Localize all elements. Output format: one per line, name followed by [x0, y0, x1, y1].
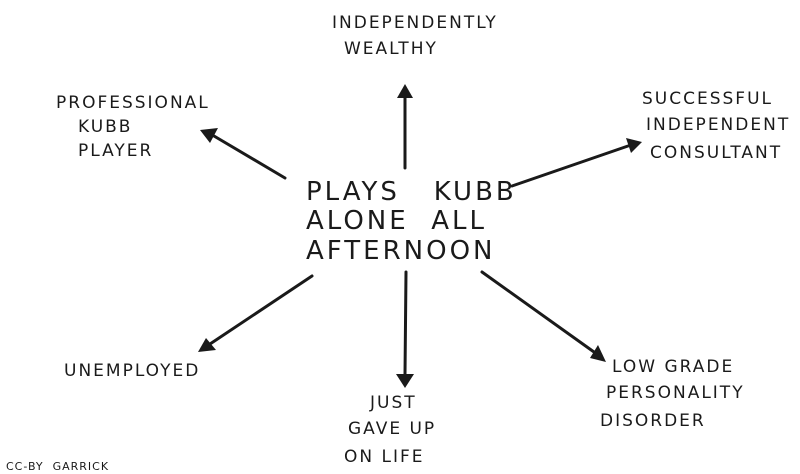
center-line-3: AFTERNOON [306, 236, 496, 266]
arrowhead-up [397, 84, 413, 98]
arrow-to-unemployed [208, 274, 314, 346]
arrowhead-up-left [200, 128, 218, 143]
node-bottom-line-1: JUST [369, 393, 417, 413]
center-node: PLAYS KUBB ALONE ALL AFTERNOON [306, 177, 517, 266]
node-top-right-line-1: SUCCESSFUL [642, 89, 773, 109]
credit-text: CC-BY GARRICK [6, 460, 109, 473]
center-line-2: ALONE ALL [306, 206, 487, 236]
arrow-to-successful-independent-consultant [510, 144, 630, 188]
node-bottom-right-line-3: DISORDER [600, 411, 706, 431]
node-top-left-line-1: PROFESSIONAL [56, 93, 210, 113]
node-successful-independent-consultant: SUCCESSFUL INDEPENDENT CONSULTANT [642, 89, 790, 163]
arrowhead-down [396, 374, 414, 388]
node-top-right-line-3: CONSULTANT [650, 143, 782, 163]
node-bottom-right-line-1: LOW GRADE [612, 357, 734, 377]
arrow-to-just-gave-up-on-life [403, 270, 408, 376]
arrow-to-low-grade-personality-disorder [480, 270, 596, 354]
arrowhead-up-right [626, 138, 642, 153]
center-line-1: PLAYS KUBB [306, 177, 517, 207]
node-bottom-left-line-1: UNEMPLOYED [64, 361, 200, 381]
node-independently-wealthy: INDEPENDENTLY WEALTHY [332, 13, 498, 59]
node-top-line-1: INDEPENDENTLY [332, 13, 498, 33]
arrowhead-down-left [198, 338, 216, 352]
node-top-left-line-3: PLAYER [78, 141, 153, 161]
arrowhead-down-right [590, 345, 606, 362]
node-top-line-2: WEALTHY [344, 39, 438, 59]
arrows [198, 84, 642, 388]
node-top-right-line-2: INDEPENDENT [646, 115, 790, 135]
node-bottom-line-2: GAVE UP [348, 419, 436, 439]
node-bottom-line-3: ON LIFE [344, 447, 425, 467]
node-bottom-right-line-2: PERSONALITY [606, 383, 745, 403]
node-low-grade-personality-disorder: LOW GRADE PERSONALITY DISORDER [600, 357, 745, 431]
arrow-to-professional-kubb-player [212, 134, 287, 180]
node-unemployed: UNEMPLOYED [64, 361, 200, 381]
node-professional-kubb-player: PROFESSIONAL KUBB PLAYER [56, 93, 210, 161]
node-top-left-line-2: KUBB [78, 117, 132, 137]
node-just-gave-up-on-life: JUST GAVE UP ON LIFE [344, 393, 436, 467]
